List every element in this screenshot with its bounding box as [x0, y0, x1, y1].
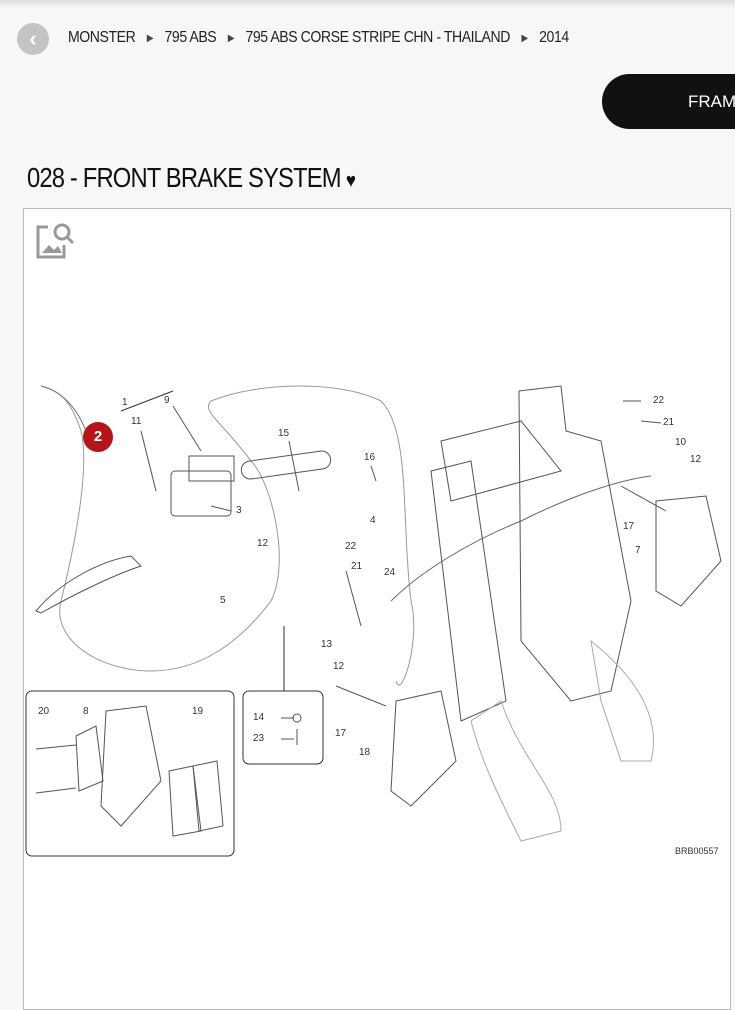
- part-label[interactable]: 4: [370, 515, 376, 526]
- breadcrumb-item[interactable]: 795 ABS: [164, 29, 217, 46]
- breadcrumb-item[interactable]: MONSTER: [68, 29, 136, 46]
- chevron-left-icon: ‹: [29, 26, 37, 51]
- part-label[interactable]: 16: [364, 452, 376, 463]
- back-button[interactable]: ‹: [17, 23, 49, 55]
- diagram-code: BRB00557: [675, 846, 719, 856]
- breadcrumb: MONSTER ▶ 795 ABS ▶ 795 ABS CORSE STRIPE C…: [68, 29, 569, 47]
- breadcrumb-item[interactable]: 2014: [539, 29, 569, 46]
- part-label[interactable]: 7: [635, 545, 641, 556]
- part-label[interactable]: 20: [38, 706, 50, 717]
- selected-part-marker[interactable]: 2: [83, 422, 113, 452]
- part-label[interactable]: 10: [675, 437, 687, 448]
- part-label[interactable]: 8: [83, 706, 89, 717]
- part-label[interactable]: 13: [321, 639, 333, 650]
- top-shadow: [0, 0, 735, 8]
- part-label[interactable]: 12: [333, 661, 345, 672]
- breadcrumb-item[interactable]: 795 ABS CORSE STRIPE CHN - THAILAND: [245, 29, 510, 46]
- part-label[interactable]: 22: [345, 541, 357, 552]
- frame-button[interactable]: FRAM: [602, 74, 735, 129]
- part-label[interactable]: 21: [663, 417, 675, 428]
- part-label[interactable]: 24: [384, 567, 396, 578]
- part-label[interactable]: 18: [359, 747, 371, 758]
- part-label[interactable]: 22: [653, 395, 665, 406]
- part-label[interactable]: 11: [131, 416, 142, 427]
- part-label[interactable]: 21: [351, 561, 363, 572]
- part-label[interactable]: 14: [253, 712, 265, 723]
- part-label[interactable]: 17: [335, 728, 347, 739]
- exploded-parts-diagram: [25, 385, 722, 857]
- part-label[interactable]: 5: [220, 595, 226, 606]
- caret-right-icon: ▶: [521, 32, 528, 44]
- diagram-panel: 2 1 9 11 3 12 15 16 4 5 22 21 24 13 12 1…: [23, 208, 731, 1010]
- page-title[interactable]: 028 - FRONT BRAKE SYSTEM♥: [27, 162, 356, 194]
- part-label[interactable]: 15: [278, 428, 290, 439]
- part-label[interactable]: 9: [164, 395, 170, 406]
- part-label[interactable]: 23: [253, 733, 265, 744]
- part-label[interactable]: 19: [192, 706, 204, 717]
- part-label[interactable]: 17: [623, 521, 635, 532]
- part-label[interactable]: 12: [257, 538, 269, 549]
- image-zoom-icon[interactable]: [34, 219, 76, 261]
- page-title-text: 028 - FRONT BRAKE SYSTEM: [27, 162, 342, 193]
- part-label[interactable]: 3: [236, 505, 242, 516]
- caret-right-icon: ▶: [227, 32, 235, 44]
- caret-right-icon: ▶: [146, 32, 154, 44]
- part-label[interactable]: 12: [690, 454, 702, 465]
- heart-icon[interactable]: ♥: [345, 170, 356, 192]
- part-label[interactable]: 1: [122, 397, 128, 408]
